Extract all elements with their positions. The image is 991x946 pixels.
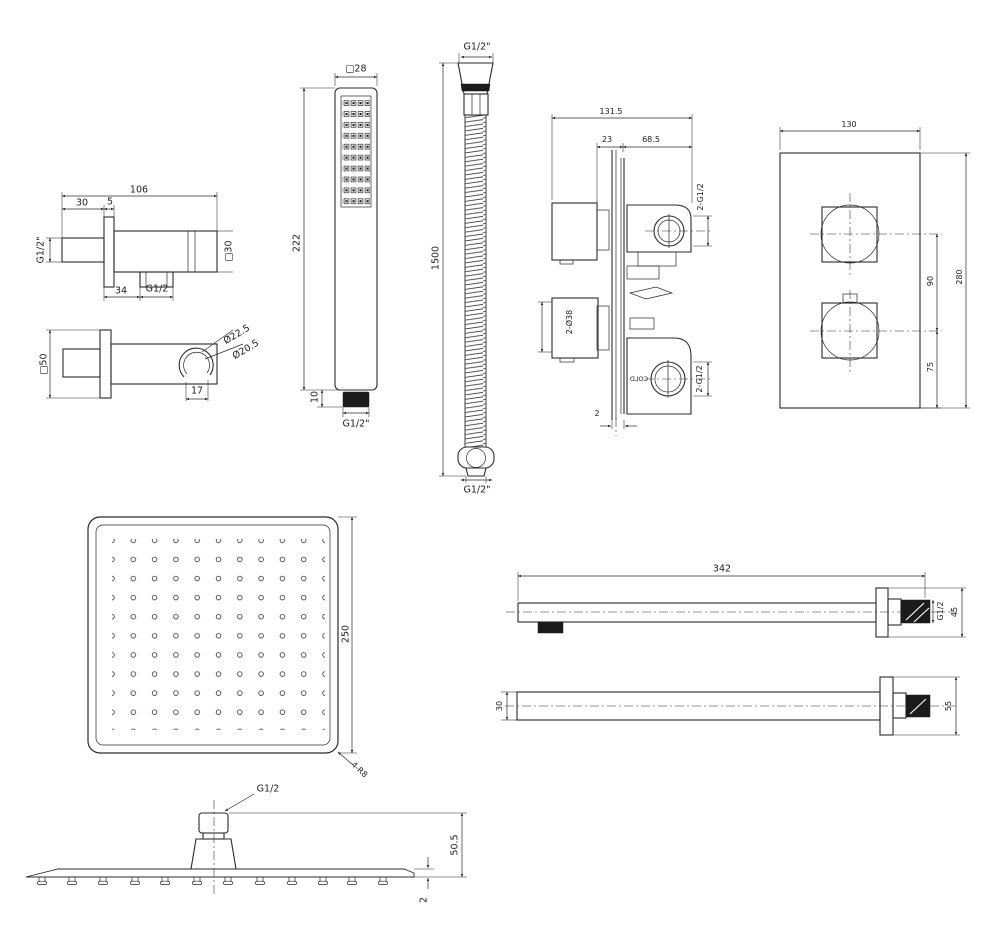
elbow-outlet-offset-label: 34 [114, 285, 128, 297]
valve-plate-thickness-label: 2 [594, 409, 600, 418]
overhead-shower-plan-drawing [87, 516, 357, 766]
handshower-thread-label: G1/2" [342, 418, 370, 430]
head-size-label: 250 [340, 624, 352, 644]
valve-body-width-label: 68.5 [642, 135, 660, 144]
elbow-outlet-thread-label: G1/2 [145, 283, 169, 295]
arm-end-height2-label: 55 [944, 700, 953, 712]
head-thickness-label: 2 [418, 896, 430, 904]
valve-width-label: 131.5 [599, 107, 623, 116]
arm-end-height-label: 45 [950, 606, 959, 618]
holder-width-label: 17 [190, 385, 204, 397]
valve-top-outlets-label: 2-G1/2 [696, 183, 705, 211]
hose-top-thread-label: G1/2" [463, 41, 491, 53]
valve-inlets-label: 2-Ø38 [565, 309, 574, 335]
shower-arm-drawings [501, 572, 966, 736]
plate-height-label: 280 [955, 269, 964, 285]
plate-width-label: 130 [841, 120, 857, 129]
valve-cold-marking: COLD [629, 374, 649, 383]
elbow-flange-square-label: □50 [38, 353, 50, 375]
elbow-inlet-thread-label: G1/2" [35, 236, 47, 264]
elbow-front-view-drawing [46, 329, 244, 401]
hand-shower-drawing [300, 73, 378, 417]
elbow-top-view-drawing [46, 192, 233, 301]
shower-hose-drawing [439, 53, 495, 483]
arm-bar-height-label: 30 [495, 700, 504, 712]
overhead-shower-side-drawing [25, 793, 467, 894]
mixer-valve-drawing [538, 114, 712, 436]
arm-thread-label: G1/2 [936, 601, 945, 621]
handshower-length-label: 222 [291, 233, 303, 253]
hose-bottom-thread-label: G1/2" [463, 484, 491, 496]
elbow-flange-thickness-label: 5 [106, 196, 114, 208]
elbow-pipe-length-label: 30 [75, 197, 89, 209]
arm-length-label: 342 [712, 563, 732, 575]
elbow-body-square-label: □30 [223, 240, 235, 262]
plate-handle-spacing-label: 90 [926, 275, 935, 287]
elbow-overall-width-label: 106 [129, 184, 149, 196]
handshower-square-label: □28 [345, 63, 367, 75]
head-thread-label: G1/2 [256, 783, 280, 795]
handshower-tip-label: 10 [309, 390, 321, 404]
head-height-label: 50.5 [449, 834, 461, 856]
valve-bottom-outlets-label: 2-G1/2 [695, 365, 704, 393]
valve-offset-label: 23 [601, 135, 613, 144]
plate-bottom-offset-label: 75 [926, 361, 935, 373]
hose-length-label: 1500 [430, 245, 442, 271]
trim-plate-drawing [779, 127, 970, 409]
